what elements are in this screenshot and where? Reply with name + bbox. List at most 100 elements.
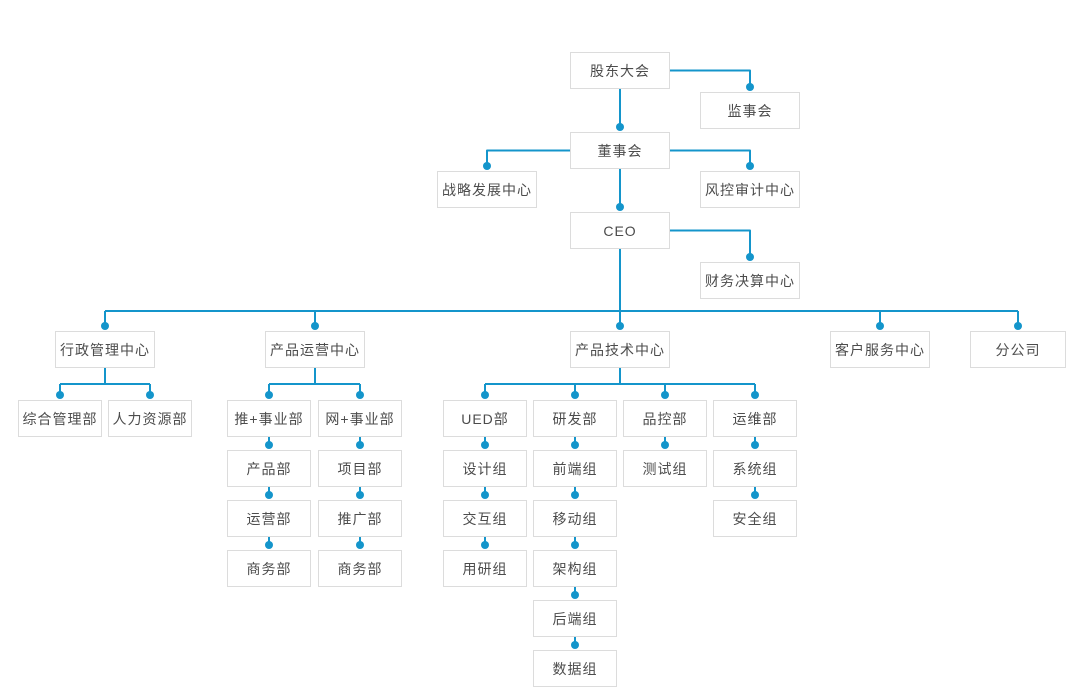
edge-dot-ops-center [311, 322, 319, 330]
org-node-label: 监事会 [727, 102, 773, 119]
edge-dot-finance-center [746, 253, 754, 261]
org-node-label: 安全组 [732, 510, 778, 527]
org-node-system-team: 系统组 [713, 450, 797, 487]
edge-dot-business-dept-tui [265, 541, 273, 549]
org-node-service-center: 客户服务中心 [830, 331, 930, 368]
edge-dot-design-team [481, 441, 489, 449]
org-node-label: 前端组 [552, 460, 598, 477]
edge-dot-backend-team [571, 591, 579, 599]
org-node-label: 商务部 [246, 560, 292, 577]
org-node-business-dept-wang: 商务部 [318, 550, 402, 587]
org-node-label: 行政管理中心 [60, 341, 150, 358]
org-node-tech-center: 产品技术中心 [570, 331, 670, 368]
edge-dot-general-admin-dept [56, 391, 64, 399]
edge-dot-devops-dept [751, 391, 759, 399]
org-node-label: 项目部 [337, 460, 383, 477]
org-node-interaction-team: 交互组 [443, 500, 527, 537]
edge-dot-mobile-team [571, 491, 579, 499]
org-node-label: 交互组 [462, 510, 508, 527]
edge-dot-ued-dept [481, 391, 489, 399]
edge-dot-supervisory-board [746, 83, 754, 91]
org-node-label: 人力资源部 [112, 410, 188, 427]
edge-dot-interaction-team [481, 491, 489, 499]
edge-dot-frontend-team [571, 441, 579, 449]
org-node-project-dept: 项目部 [318, 450, 402, 487]
org-node-general-admin-dept: 综合管理部 [18, 400, 102, 437]
org-node-label: 架构组 [552, 560, 598, 577]
org-node-design-team: 设计组 [443, 450, 527, 487]
org-node-board-of-directors: 董事会 [570, 132, 670, 169]
edge-dot-risk-audit-center [746, 162, 754, 170]
org-node-label: 设计组 [462, 460, 508, 477]
edge-dot-system-team [751, 441, 759, 449]
org-node-label: 测试组 [642, 460, 688, 477]
org-node-label: 推+事业部 [234, 410, 304, 427]
org-node-security-team: 安全组 [713, 500, 797, 537]
org-node-devops-dept: 运维部 [713, 400, 797, 437]
edge-dot-project-dept [356, 441, 364, 449]
edge-dot-wang-division [356, 391, 364, 399]
org-node-label: 研发部 [552, 410, 598, 427]
org-node-tui-division: 推+事业部 [227, 400, 311, 437]
edge-dot-tech-center [616, 322, 624, 330]
edge-dot-operations-dept [265, 491, 273, 499]
org-node-architecture-team: 架构组 [533, 550, 617, 587]
edge-dot-service-center [876, 322, 884, 330]
org-node-testing-team: 测试组 [623, 450, 707, 487]
org-node-label: 移动组 [552, 510, 598, 527]
org-node-label: 数据组 [552, 660, 598, 677]
org-node-mobile-team: 移动组 [533, 500, 617, 537]
org-node-label: 运维部 [732, 410, 778, 427]
edge-dot-strategy-center [483, 162, 491, 170]
org-node-product-dept: 产品部 [227, 450, 311, 487]
edge-dot-data-team [571, 641, 579, 649]
edge-dot-board-of-directors [616, 123, 624, 131]
org-node-label: CEO [603, 222, 637, 239]
org-node-user-research-team: 用研组 [443, 550, 527, 587]
org-node-frontend-team: 前端组 [533, 450, 617, 487]
edge-dot-branch-company [1014, 322, 1022, 330]
edge-dot-admin-center [101, 322, 109, 330]
org-node-promotion-dept: 推广部 [318, 500, 402, 537]
org-node-label: 股东大会 [590, 62, 650, 79]
org-node-label: 运营部 [246, 510, 292, 527]
edge-dot-qc-dept [661, 391, 669, 399]
org-node-backend-team: 后端组 [533, 600, 617, 637]
org-node-hr-dept: 人力资源部 [108, 400, 192, 437]
edge-dot-ceo [616, 203, 624, 211]
org-node-ops-center: 产品运营中心 [265, 331, 365, 368]
org-node-label: 综合管理部 [22, 410, 98, 427]
org-node-finance-center: 财务决算中心 [700, 262, 800, 299]
org-node-rd-dept: 研发部 [533, 400, 617, 437]
org-node-risk-audit-center: 风控审计中心 [700, 171, 800, 208]
org-node-label: 网+事业部 [325, 410, 395, 427]
org-node-label: 商务部 [337, 560, 383, 577]
org-node-label: 客户服务中心 [835, 341, 925, 358]
org-node-label: 风控审计中心 [705, 181, 795, 198]
org-node-shareholders-meeting: 股东大会 [570, 52, 670, 89]
org-node-branch-company: 分公司 [970, 331, 1066, 368]
edge-dot-business-dept-wang [356, 541, 364, 549]
org-node-qc-dept: 品控部 [623, 400, 707, 437]
org-node-label: 品控部 [642, 410, 688, 427]
org-node-label: 产品运营中心 [270, 341, 360, 358]
org-node-ceo: CEO [570, 212, 670, 249]
org-node-strategy-center: 战略发展中心 [437, 171, 537, 208]
edge-dot-architecture-team [571, 541, 579, 549]
org-node-business-dept-tui: 商务部 [227, 550, 311, 587]
edge-dot-hr-dept [146, 391, 154, 399]
org-node-label: 产品部 [246, 460, 292, 477]
org-node-supervisory-board: 监事会 [700, 92, 800, 129]
org-node-ued-dept: UED部 [443, 400, 527, 437]
org-node-wang-division: 网+事业部 [318, 400, 402, 437]
edge-dot-rd-dept [571, 391, 579, 399]
org-node-admin-center: 行政管理中心 [55, 331, 155, 368]
org-node-label: 用研组 [462, 560, 508, 577]
org-node-label: 财务决算中心 [705, 272, 795, 289]
edge-shareholders-meeting-supervisory-board [670, 69, 751, 89]
org-node-label: 战略发展中心 [442, 181, 532, 198]
edge-ceo-finance-center [670, 229, 751, 259]
